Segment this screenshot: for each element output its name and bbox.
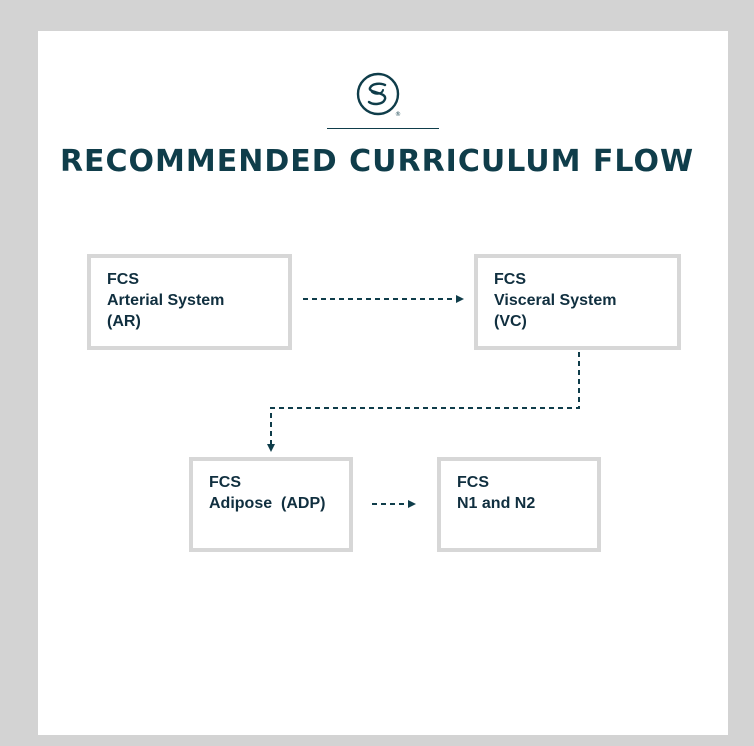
node-n1-n2: FCS N1 and N2: [437, 457, 601, 552]
node-line: Adipose (ADP): [209, 495, 326, 512]
node-arterial-system: FCS Arterial System (AR): [87, 254, 292, 350]
registered-mark: ®: [395, 111, 401, 118]
node-line: (AR): [107, 313, 141, 330]
arrow-vc-to-adp: [267, 352, 580, 452]
node-line: FCS: [107, 271, 139, 288]
node-visceral-system: FCS Visceral System (VC): [474, 254, 681, 350]
title-divider: [327, 128, 439, 129]
content-card: [38, 31, 728, 735]
node-line: FCS: [457, 474, 489, 491]
node-line: Arterial System: [107, 292, 225, 309]
node-line: Visceral System: [494, 292, 617, 309]
page-title: RECOMMENDED CURRICULUM FLOW: [59, 144, 695, 179]
node-line: N1 and N2: [457, 495, 536, 512]
node-line: FCS: [494, 271, 526, 288]
sc-circle-logo-icon: ®: [356, 72, 401, 118]
node-adipose: FCS Adipose (ADP): [189, 457, 353, 552]
node-line: (VC): [494, 313, 527, 330]
node-line: FCS: [209, 474, 241, 491]
